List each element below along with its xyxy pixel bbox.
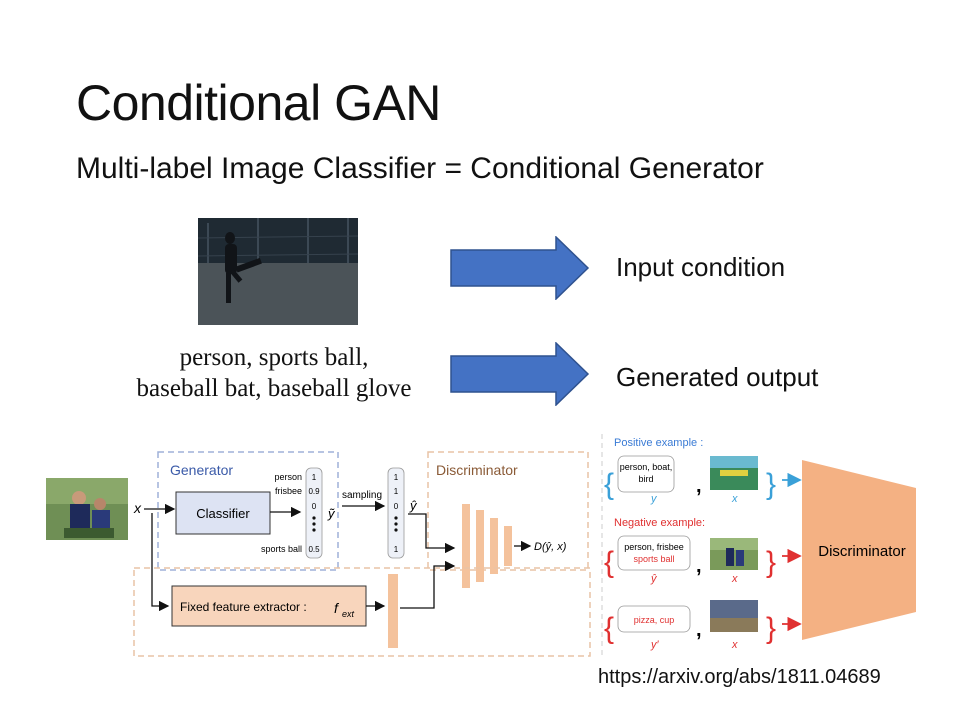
svg-text:{: {	[604, 546, 614, 579]
discriminator-layers	[462, 504, 512, 588]
discriminator-output-label: D(ŷ, x)	[534, 541, 567, 553]
generated-output-arrow	[450, 342, 590, 406]
caption-line-2: baseball bat, baseball glove	[136, 375, 412, 402]
negative-label: person, frisbee	[624, 542, 684, 552]
positive-label: bird	[638, 474, 653, 484]
generated-output-label: Generated output	[616, 362, 819, 392]
svg-text:}: }	[766, 612, 776, 645]
prob-value: 0.5	[308, 545, 320, 554]
svg-text:,: ,	[696, 619, 702, 641]
negative-label-box-2	[617, 605, 691, 633]
paper-url[interactable]: https://arxiv.org/abs/1811.04689	[598, 666, 881, 688]
sampled-vector	[387, 467, 405, 559]
fext-symbol: f	[334, 600, 340, 616]
generator-label: Generator	[170, 462, 233, 478]
discriminator-block-label: Discriminator	[818, 543, 906, 560]
svg-text:}: }	[766, 546, 776, 579]
frisbee-photo	[46, 478, 128, 540]
svg-text:,: ,	[696, 475, 702, 497]
classifier-label: Classifier	[196, 506, 250, 521]
input-x-symbol: x	[133, 500, 142, 516]
sampled-value: 1	[394, 487, 399, 496]
sampled-value: 0	[394, 502, 399, 511]
cgan-architecture-diagram: x Generator Classifier person frisbee sp…	[46, 451, 591, 657]
svg-text:{: {	[604, 612, 614, 645]
positive-x-symbol: x	[731, 493, 738, 505]
prob-value: 0.9	[308, 487, 320, 496]
feature-extractor-label: Fixed feature extractor :	[180, 600, 307, 614]
negative-label-2: pizza, cup	[634, 615, 675, 625]
discriminator-label: Discriminator	[436, 462, 518, 478]
negative-x-symbol: x	[731, 573, 738, 585]
prob-value: 0	[312, 502, 317, 511]
caption-line-1: person, sports ball,	[179, 344, 369, 371]
extractor-region	[133, 567, 591, 657]
positive-y-symbol: y	[650, 493, 658, 505]
classifier-box	[175, 491, 271, 535]
ytilde-symbol: ỹ	[327, 506, 336, 521]
positive-example-photo	[710, 456, 758, 490]
baseball-photo	[198, 218, 358, 325]
vector-label-frisbee: frisbee	[275, 486, 302, 496]
input-condition-label: Input condition	[616, 252, 786, 282]
probability-vector	[305, 467, 323, 559]
vector-label-person: person	[274, 472, 302, 482]
negative-label-highlight: sports ball	[633, 554, 674, 564]
label-caption: person, sports ball, baseball bat, baseb…	[108, 342, 440, 404]
feature-extractor-box	[171, 585, 367, 627]
discriminator-box	[427, 451, 589, 571]
positive-label-box	[617, 455, 675, 493]
positive-example-title: Positive example :	[614, 437, 703, 449]
negative-example-photo-1	[710, 538, 758, 570]
negative-label-box	[617, 535, 691, 571]
fext-subscript: ext	[342, 609, 355, 619]
discriminator-examples-diagram: Positive example : { person, boat, bird …	[601, 434, 916, 658]
svg-text:,: ,	[696, 555, 702, 577]
input-condition-arrow	[450, 236, 590, 300]
positive-label: person, boat,	[620, 462, 673, 472]
slide-title: Conditional GAN	[76, 75, 441, 131]
sampled-value: 1	[394, 473, 399, 482]
negative-example-title: Negative example:	[614, 517, 705, 529]
negative-yprime-symbol: y′	[650, 639, 660, 651]
feature-vector	[388, 574, 398, 648]
svg-text:}: }	[766, 468, 776, 501]
prob-value: 1	[312, 473, 317, 482]
generator-box	[157, 451, 339, 571]
slide-subtitle: Multi-label Image Classifier = Condition…	[76, 152, 764, 185]
sampling-label: sampling	[342, 490, 382, 501]
negative-yhat-symbol: ŷ	[650, 573, 658, 585]
negative-example-photo-2	[710, 600, 758, 632]
discriminator-block	[802, 460, 916, 640]
yhat-symbol: ŷ	[409, 498, 418, 513]
vector-label-sports-ball: sports ball	[261, 544, 302, 554]
svg-text:{: {	[604, 468, 614, 501]
negative2-x-symbol: x	[731, 639, 738, 651]
sampled-value: 1	[394, 545, 399, 554]
